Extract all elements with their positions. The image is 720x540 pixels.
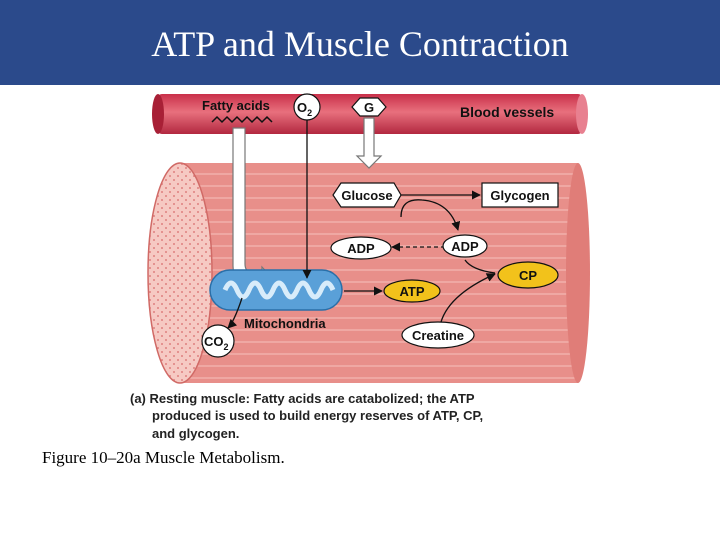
svg-text:ADP: ADP: [347, 241, 375, 256]
svg-text:ATP: ATP: [399, 284, 424, 299]
legend-line-1: (a) Resting muscle: Fatty acids are cata…: [130, 391, 475, 406]
mitochondrion: [209, 269, 343, 311]
o2-node: O2: [293, 93, 321, 121]
adp-right-node: ADP: [442, 234, 488, 258]
svg-text:O2: O2: [297, 100, 312, 118]
glycogen-node: Glycogen: [481, 182, 559, 208]
slide-title: ATP and Muscle Contraction: [151, 24, 569, 64]
glucose-node: Glucose: [332, 182, 402, 208]
svg-text:CP: CP: [519, 268, 537, 283]
adp-to-cp-arrow: [464, 259, 496, 274]
co2-release-arrow: [227, 297, 243, 329]
svg-text:CO2: CO2: [204, 334, 229, 352]
svg-text:ADP: ADP: [451, 239, 479, 254]
glucose-uptake-arrow: [355, 117, 383, 169]
creatine-node: Creatine: [401, 321, 475, 349]
glucose-to-adp-arrow: [400, 199, 461, 231]
fatty-acid-squiggle-icon: [211, 115, 273, 124]
figure-caption: Figure 10–20a Muscle Metabolism.: [42, 448, 285, 467]
co2-node: CO2: [201, 324, 235, 358]
g-node: G: [351, 97, 387, 117]
muscle-metabolism-diagram: Fatty acids O2 G Blood vessels Glucose G…: [130, 93, 590, 441]
fatty-acids-label: Fatty acids: [202, 98, 270, 113]
svg-text:Glucose: Glucose: [341, 188, 392, 203]
title-bar: ATP and Muscle Contraction: [0, 0, 720, 85]
legend-line-2: produced is used to build energy reserve…: [152, 408, 483, 423]
blood-vessels-label: Blood vessels: [460, 104, 554, 120]
svg-text:Glycogen: Glycogen: [490, 188, 549, 203]
adp-left-node: ADP: [330, 236, 392, 260]
svg-text:G: G: [364, 100, 374, 115]
cp-node: CP: [497, 261, 559, 289]
creatine-to-cp-arrow: [439, 273, 496, 327]
legend-line-3: and glycogen.: [152, 426, 239, 441]
mitochondria-label: Mitochondria: [244, 316, 326, 331]
svg-text:Creatine: Creatine: [412, 328, 464, 343]
atp-node: ATP: [383, 279, 441, 303]
